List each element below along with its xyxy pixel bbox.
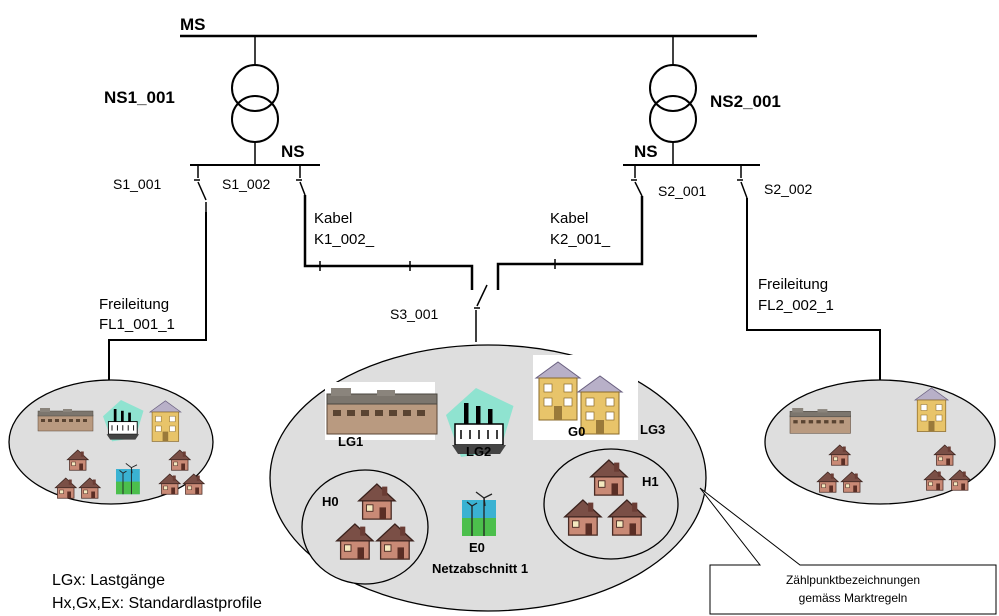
transformer-icon: [231, 64, 279, 143]
callout-text-line1: Zählpunktbezeichnungen: [786, 573, 920, 587]
e0-label: E0: [469, 540, 485, 555]
cable-k2: [496, 196, 644, 290]
ns-left-label: NS: [281, 142, 305, 161]
ns1-001-label: NS1_001: [104, 88, 175, 107]
factory-icon: [326, 387, 438, 435]
network-section-label: Netzabschnitt 1: [432, 561, 528, 576]
network-area-left: [8, 379, 214, 505]
freileitung-left-label: Freileitung: [99, 296, 169, 313]
overhead-line-fl2: [746, 198, 881, 380]
factory-icon: [37, 407, 94, 432]
k1-002-label: K1_002_: [314, 231, 375, 248]
k2-001-label: K2_001_: [550, 231, 611, 248]
callout-text-line2: gemäss Marktregeln: [799, 591, 908, 605]
ms-label: MS: [180, 15, 206, 34]
cable-k1: [303, 195, 474, 290]
factory-icon: [789, 407, 851, 434]
legend-load-curves: LGx: Lastgänge: [52, 572, 165, 589]
ns2-001-label: NS2_001: [710, 92, 781, 111]
ns-right-label: NS: [634, 142, 658, 161]
s3-001-label: S3_001: [390, 306, 438, 322]
transformer-icon: [649, 64, 697, 143]
switch-s1-001: [194, 165, 207, 212]
lg2-label: LG2: [466, 444, 491, 459]
s1-002-label: S1_002: [222, 176, 270, 192]
s2-002-label: S2_002: [764, 181, 812, 197]
switch-s3-001: [474, 284, 488, 342]
s1-001-label: S1_001: [113, 176, 161, 192]
freileitung-right-label: Freileitung: [758, 276, 828, 293]
legend-standard-profiles: Hx,Gx,Ex: Standardlastprofile: [52, 595, 262, 612]
fl2-002-label: FL2_002_1: [758, 297, 834, 314]
h1-label: H1: [642, 474, 659, 489]
kabel-right-label: Kabel: [550, 210, 588, 227]
switch-s2-002: [737, 165, 748, 199]
h0-label: H0: [322, 494, 339, 509]
switch-s2-001: [631, 165, 643, 197]
overhead-line-fl1: [108, 212, 207, 392]
lg3-label: LG3: [640, 422, 665, 437]
switch-s1-002: [296, 165, 306, 196]
callout-bubble: [699, 487, 997, 615]
kabel-left-label: Kabel: [314, 210, 352, 227]
lg1-label: LG1: [338, 434, 363, 449]
g0-label: G0: [568, 424, 585, 439]
s2-001-label: S2_001: [658, 183, 706, 199]
fl1-001-label: FL1_001_1: [99, 316, 175, 333]
